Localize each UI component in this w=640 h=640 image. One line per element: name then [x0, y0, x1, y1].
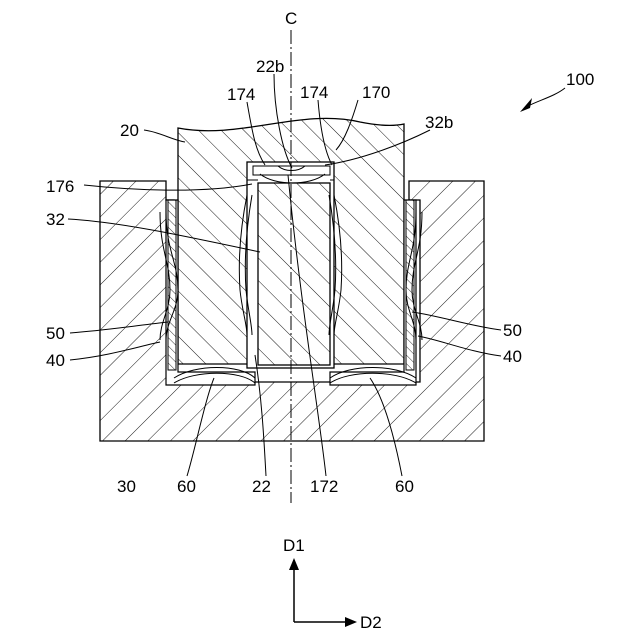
- label-100: 100: [566, 70, 594, 89]
- label-40-right: 40: [503, 347, 522, 366]
- label-176: 176: [46, 177, 74, 196]
- d2-arrowhead: [345, 617, 357, 627]
- label-32: 32: [46, 210, 65, 229]
- label-174-right: 174: [300, 83, 328, 102]
- leader-100-arrow: [520, 98, 532, 112]
- direction-indicator: [289, 558, 357, 627]
- label-c: C: [285, 9, 297, 28]
- sleeve-32-left: [168, 200, 176, 370]
- label-22: 22: [252, 477, 271, 496]
- label-60-right: 60: [395, 477, 414, 496]
- label-30: 30: [117, 477, 136, 496]
- sleeve-32-right: [406, 200, 414, 370]
- label-60-left: 60: [177, 477, 196, 496]
- leader-100: [528, 88, 565, 106]
- label-170: 170: [362, 83, 390, 102]
- label-32b: 32b: [425, 113, 453, 132]
- label-40-left: 40: [46, 351, 65, 370]
- core-22: [258, 183, 330, 365]
- label-d1: D1: [283, 536, 305, 555]
- label-22b: 22b: [256, 57, 284, 76]
- label-50-right: 50: [503, 321, 522, 340]
- label-172: 172: [310, 477, 338, 496]
- label-174-left: 174: [227, 85, 255, 104]
- label-20: 20: [120, 121, 139, 140]
- label-d2: D2: [360, 613, 382, 632]
- d1-arrowhead: [289, 558, 299, 570]
- label-50-left: 50: [46, 324, 65, 343]
